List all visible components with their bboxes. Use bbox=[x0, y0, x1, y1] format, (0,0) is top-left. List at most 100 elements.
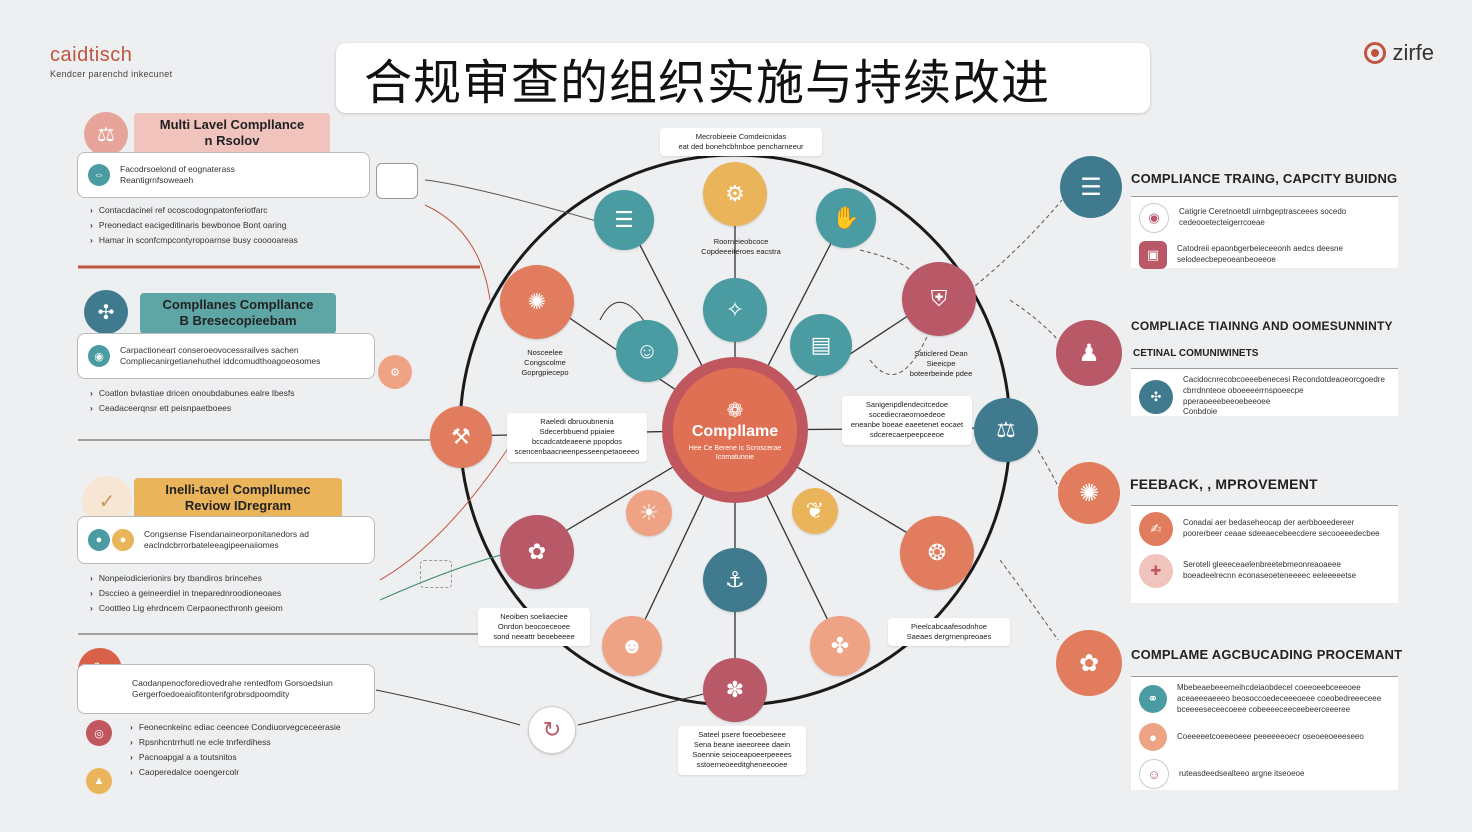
title-banner: 合规审查的组织实施与持续改进 bbox=[336, 43, 1150, 113]
page-title: 合规审查的组织实施与持续改进 bbox=[364, 55, 1051, 111]
card-text: Facodrsoelond of eognaterass bbox=[120, 163, 235, 174]
section-1-label-line: Multi Lavel Compllance bbox=[159, 117, 305, 132]
center-subtitle: Hee Ce Berene ic Scroscerae bbox=[688, 444, 782, 452]
label-text: bccadcatdeaeene ppopdos bbox=[531, 437, 623, 447]
label-text: Saeaes dergrnenpreoaes bbox=[906, 632, 992, 642]
handshake-icon: ⚓ bbox=[703, 548, 767, 612]
brand-name: caidtisch bbox=[50, 44, 133, 66]
label-text: scencenbaacneenpesseenpetaoeeeo bbox=[514, 447, 640, 457]
chat-icon: ✍ bbox=[1139, 512, 1173, 546]
row-text: Coeeeeetcoeeeoeee peeeeeeoecr oseoeeoeee… bbox=[1177, 731, 1364, 741]
row-text: Catigrie Ceretnoetdl uirnbgeptrasceees s… bbox=[1179, 207, 1347, 227]
card-text: Congsense Fisendanaineorponitanedors ad bbox=[144, 528, 309, 539]
label-text: Congscolme bbox=[524, 358, 566, 368]
label-text: Goprgpiecepo bbox=[521, 368, 569, 378]
label-text: Sdecerbbuend ppiaiee bbox=[539, 427, 615, 437]
section-3-label-line: Inelli-tavel Compllumec bbox=[165, 482, 311, 497]
section-3-label: Inelli-tavel Compllumec Reviow IDregram bbox=[134, 478, 342, 519]
brand-logo-right: zirfe bbox=[1364, 40, 1434, 66]
scales-icon: ⚖ bbox=[84, 112, 128, 156]
scales-justice-icon: ⚖ bbox=[974, 398, 1038, 462]
section-2-card: ◉ Carpactioneart conseroeovocessrailves … bbox=[77, 333, 375, 379]
person-icon: ● bbox=[112, 529, 134, 551]
label-text: eat ded bonehcbhnboe pencharneeur bbox=[678, 142, 804, 152]
section-1-label-line: n Rsolov bbox=[204, 133, 260, 149]
bullet-item: Preonedact eacigeditinaris bewbonoe Bont… bbox=[90, 218, 298, 233]
bullet-item: Contacdacinel ref ocoscodognpatonferiotf… bbox=[90, 203, 298, 218]
label-text: Mecrobieeie Comdeicnidas bbox=[695, 132, 787, 141]
label-text: Sieeicpe bbox=[926, 359, 956, 369]
section-1-tag[interactable] bbox=[376, 163, 418, 199]
label-text: Pieelcabcaafesodnhoe bbox=[911, 622, 987, 631]
label-bottom: Sateel psere foeoebeseee Sena beane iaee… bbox=[678, 726, 806, 775]
right-section-4-heading: COMPLAME AGCBUCADING PROCEMANT bbox=[1131, 647, 1403, 662]
label-text: Raeledi dbruoubnenia bbox=[540, 417, 614, 426]
label-left-box: Raeledi dbruoubnenia Sdecerbbuend ppiaie… bbox=[507, 413, 647, 462]
bullet-item: Ceadaceerqnsr ett peisnpaetboees bbox=[90, 401, 294, 416]
bullet-item: Nonpeiodicierionirs bry tbandiros brince… bbox=[90, 571, 283, 586]
arrows-icon: ⇔ bbox=[88, 164, 110, 186]
label-text: Soennie seioceapoeerpeeees bbox=[692, 750, 792, 760]
bullet-item: Hamar in sconfcmpcontyropoarnse busy coo… bbox=[90, 233, 298, 248]
cycle-icon: ↻ bbox=[528, 706, 576, 754]
label-text: socediecraeornoedeoe bbox=[868, 410, 946, 420]
section-3-label-line: Reviow IDregram bbox=[184, 498, 292, 514]
section-4-icons: ◎ ▲ bbox=[86, 720, 112, 794]
card-text: Carpactioneart conseroeovocessrailves sa… bbox=[120, 344, 299, 355]
team-icon: ☺ bbox=[616, 320, 678, 382]
section-1-card: ⇔ Facodrsoelond of eognaterass Reantigrn… bbox=[77, 152, 370, 198]
procurement-icon: ✿ bbox=[1056, 630, 1122, 696]
compliance-center-icon: ❁ bbox=[726, 399, 744, 422]
label-text: Neoiben soeliaeciee bbox=[500, 612, 568, 621]
chart-icon: ▲ bbox=[86, 768, 112, 794]
hand-gear-icon: ✋ bbox=[816, 188, 876, 248]
brand-tagline: Kendcer parenchd inkecunet bbox=[50, 69, 173, 79]
network-people-icon: ✣ bbox=[1139, 379, 1173, 414]
lightbulb-icon: ☀ bbox=[626, 490, 672, 536]
documents-icon: ▤ bbox=[790, 314, 852, 376]
card-text: Caodanpenocforediovedrahe rentedfom Gors… bbox=[132, 677, 333, 688]
bullet-item: Dsccieo a geineerdiel in tneparednroodio… bbox=[90, 586, 283, 601]
right-section-2-sub: CETINAL COMUNIWINETS bbox=[1133, 348, 1259, 359]
section-3-bullets: Nonpeiodicierionirs bry tbandiros brince… bbox=[90, 571, 283, 616]
label-text: Saticlered Dean bbox=[914, 349, 968, 358]
label-right-box: Sanigenpdlendecitcedoe socediecraeornoed… bbox=[842, 396, 972, 445]
document-list-icon: ☰ bbox=[1060, 156, 1122, 218]
section-1-label: Multi Lavel Compllance n Rsolov bbox=[134, 113, 330, 154]
center-title: Compllame bbox=[691, 422, 779, 440]
section-2-label-line: Compllanes Compllance bbox=[162, 297, 314, 312]
row-text: Conadai aer bedaseheocap der aerbboeeder… bbox=[1183, 518, 1380, 538]
row-text: Catodreii epaonbgerbeieceeonh aedcs dees… bbox=[1177, 244, 1343, 264]
label-text: Sanigenpdlendecitcedoe bbox=[865, 400, 949, 409]
coin-icon: ● bbox=[1139, 723, 1167, 752]
section-4-card: Caodanpenocforediovedrahe rentedfom Gors… bbox=[77, 664, 375, 714]
gear-icon: ⚙ bbox=[378, 355, 412, 389]
meeting-icon: ✧ bbox=[703, 278, 767, 342]
meeting-people-icon: ♟ bbox=[1056, 320, 1122, 386]
label-top: Mecrobieeie Comdeicnidas eat ded bonehcb… bbox=[660, 128, 822, 157]
brand-mark-icon bbox=[1364, 42, 1387, 64]
handshake-small-icon: ⚭ bbox=[1139, 685, 1167, 714]
clipboard-icon: ☰ bbox=[594, 190, 654, 250]
card-text: eaclndcbrrorbateleeagipeenaiiomes bbox=[144, 540, 279, 550]
label-text: Copdeeeiteroes eacstra bbox=[701, 247, 781, 257]
label-text: Sena beane iaeeoreee daein bbox=[693, 740, 791, 750]
right-section-4-card: ⚭ Mbebeaebeeemeihcdeiaobdecel coeeoeebce… bbox=[1131, 676, 1398, 790]
label-text: sond neeattr beoebeeee bbox=[493, 632, 575, 642]
gear-head-icon: ⚙ bbox=[703, 162, 767, 226]
brain-icon: ❂ bbox=[900, 516, 974, 590]
label-right-mid: Saticlered Dean Sieeicpe boteerbeinde pd… bbox=[896, 345, 986, 383]
label-text: Onrdon beocoeceoee bbox=[497, 622, 571, 632]
label-text: boteerbeinde pdee bbox=[909, 369, 973, 379]
feedback-head-icon: ✺ bbox=[1058, 462, 1120, 524]
target-person-icon: ◉ bbox=[1139, 203, 1169, 233]
bullet-item: Coottleo Lig ehrdncem Cerpaonecthronh ge… bbox=[90, 601, 283, 616]
ribbon-icon: ❦ bbox=[792, 488, 838, 534]
section-2-label: Compllanes Compllance B Bresecopieebam bbox=[140, 293, 336, 334]
network-icon: ✣ bbox=[84, 290, 128, 334]
label-text: Sateel psere foeoebeseee bbox=[698, 730, 786, 739]
card-text: Reantigrnfsoweaeh bbox=[120, 175, 194, 185]
section-2-bullets: Coatlon bvlastiae dricen onoubdabunes ea… bbox=[90, 386, 295, 416]
label-text: eneanbe boeae eaeetenet eocaet bbox=[850, 420, 964, 430]
label-bottom-left: Neoiben soeliaeciee Onrdon beocoeceoee s… bbox=[478, 608, 590, 647]
